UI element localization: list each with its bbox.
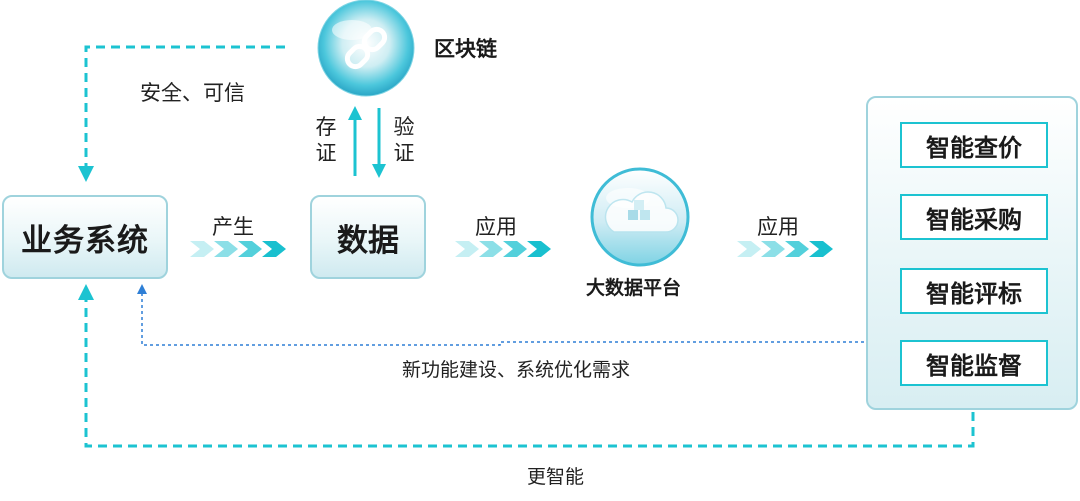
chevron-icon bbox=[479, 241, 503, 257]
panel-item-smart-procurement: 智能采购 bbox=[900, 194, 1048, 240]
panel-item-smart-pricing: 智能查价 bbox=[900, 122, 1048, 168]
smarter-arrowhead bbox=[78, 284, 94, 300]
smarter-path bbox=[84, 300, 975, 448]
business-system-node: 业务系统 bbox=[2, 195, 168, 279]
apply-label-2: 应用 bbox=[757, 215, 799, 239]
secure-trusted-label: 安全、可信 bbox=[140, 81, 245, 105]
feedback-arrowhead bbox=[137, 284, 147, 294]
chevron-icon bbox=[238, 241, 262, 257]
business-system-label: 业务系统 bbox=[21, 222, 149, 259]
smarter-label: 更智能 bbox=[527, 466, 585, 488]
data-label: 数据 bbox=[337, 222, 399, 259]
feedback-path bbox=[141, 292, 864, 346]
chevron-icon bbox=[809, 241, 833, 257]
chevron-icon bbox=[190, 241, 214, 257]
store-evidence-label: 存证 bbox=[315, 115, 337, 165]
verify-label: 验证 bbox=[393, 115, 415, 165]
chevron-icon bbox=[761, 241, 785, 257]
verify-arrow bbox=[372, 108, 386, 178]
bigdata-cloud-icon bbox=[590, 167, 690, 267]
store-arrow bbox=[348, 106, 362, 176]
chevron-icon bbox=[737, 241, 761, 257]
chevron-icon bbox=[262, 241, 286, 257]
panel-item-smart-supervision: 智能监督 bbox=[900, 340, 1048, 386]
new-feature-demand-label: 新功能建设、系统优化需求 bbox=[402, 359, 631, 381]
secure-trusted-path bbox=[84, 45, 285, 168]
chevron-icon bbox=[527, 241, 551, 257]
produce-chevrons bbox=[190, 241, 286, 257]
apply-chevrons-1 bbox=[455, 241, 551, 257]
blockchain-label: 区块链 bbox=[434, 37, 497, 61]
panel-item-label: 智能查价 bbox=[926, 133, 1022, 162]
apply-chevrons-2 bbox=[737, 241, 833, 257]
chevron-icon bbox=[503, 241, 527, 257]
produce-label: 产生 bbox=[212, 215, 254, 239]
panel-item-label: 智能评标 bbox=[926, 279, 1022, 308]
chevron-icon bbox=[785, 241, 809, 257]
blockchain-icon bbox=[317, 0, 415, 97]
data-node: 数据 bbox=[310, 195, 426, 279]
panel-item-label: 智能监督 bbox=[926, 351, 1022, 380]
panel-item-label: 智能采购 bbox=[926, 205, 1022, 234]
smart-applications-panel: 智能查价 智能采购 智能评标 智能监督 bbox=[866, 96, 1078, 410]
apply-label-1: 应用 bbox=[475, 215, 517, 239]
panel-item-smart-bid-evaluation: 智能评标 bbox=[900, 268, 1048, 314]
chevron-icon bbox=[455, 241, 479, 257]
chevron-icon bbox=[214, 241, 238, 257]
secure-trusted-arrowhead bbox=[78, 166, 94, 182]
bigdata-platform-label: 大数据平台 bbox=[586, 277, 682, 299]
